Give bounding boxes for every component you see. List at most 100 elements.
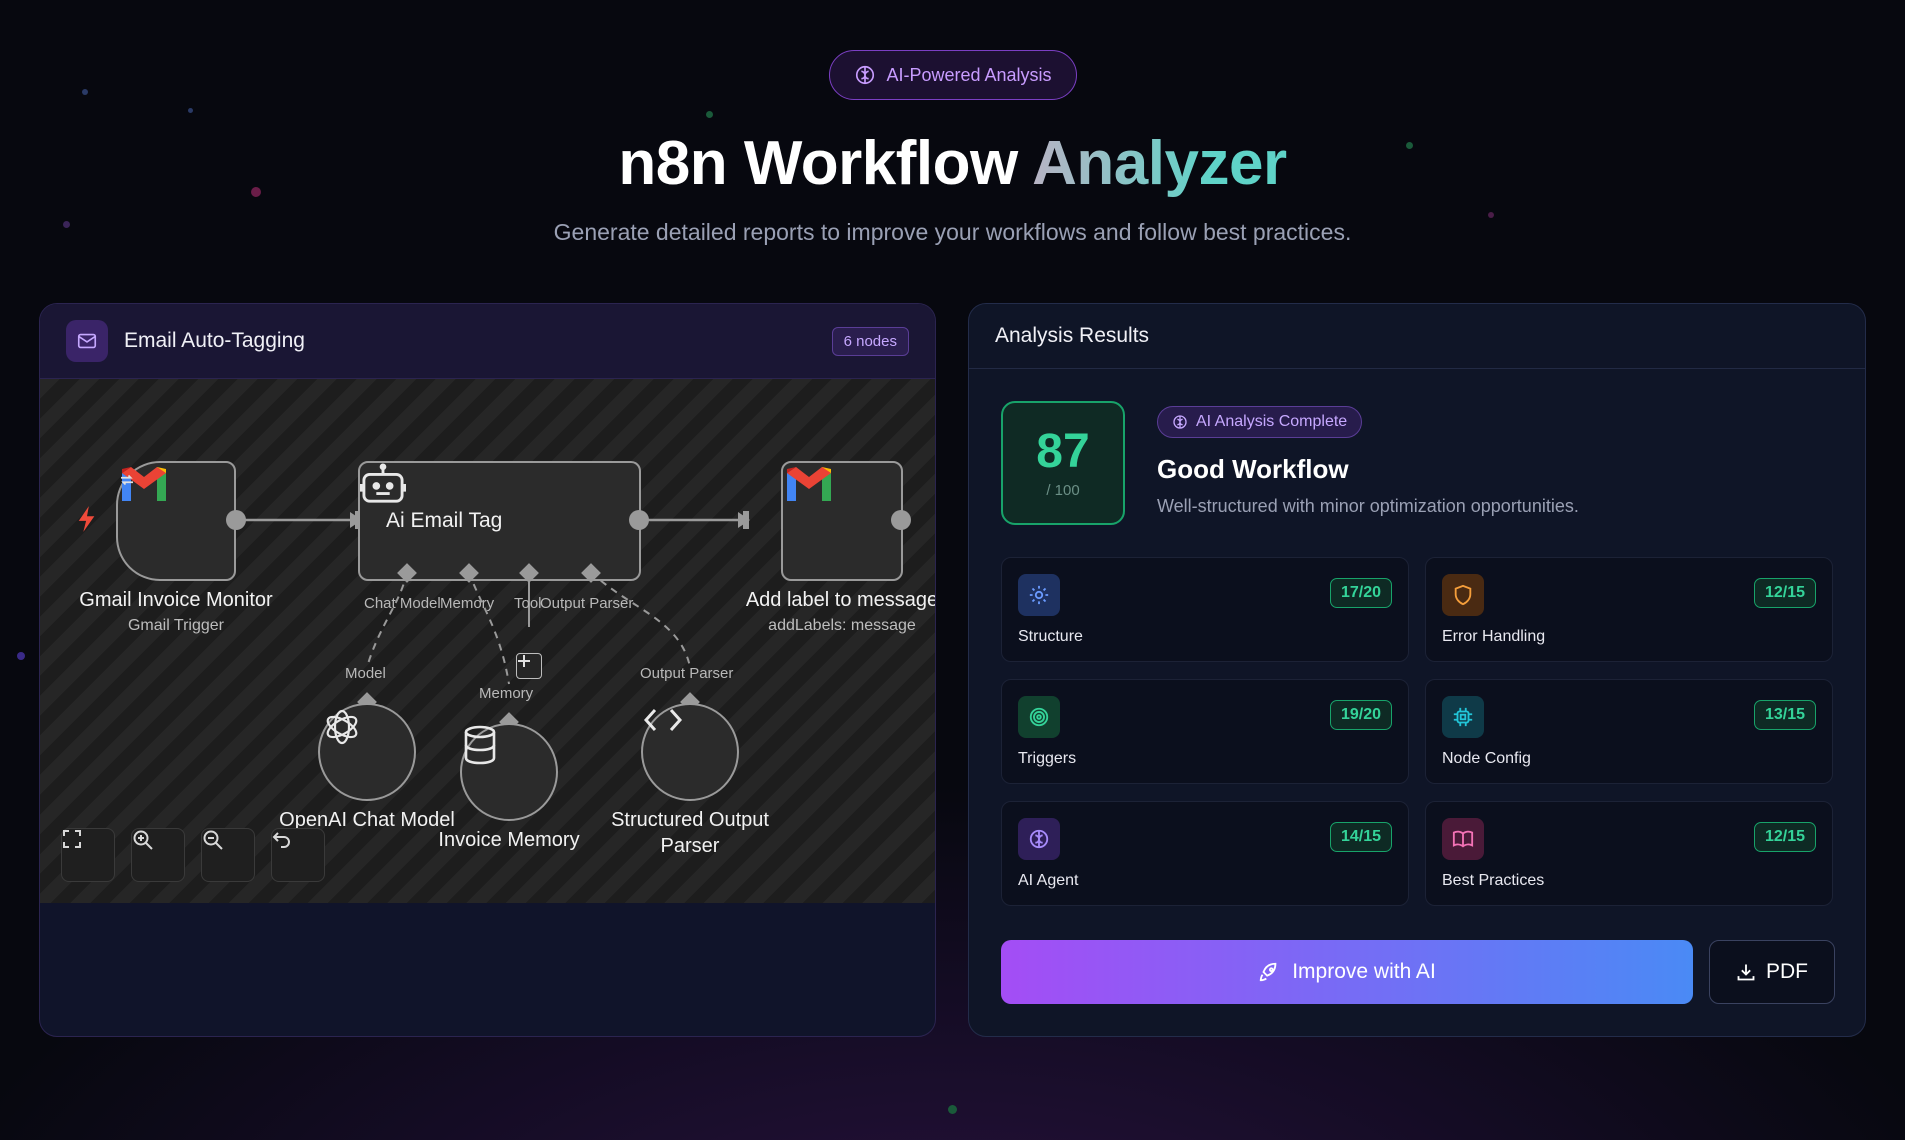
database-icon: [464, 725, 496, 765]
card-score: 14/15: [1329, 822, 1392, 852]
label-memory-in: Memory: [479, 685, 534, 702]
node-ai-agent-name: Ai Email Tag: [386, 509, 503, 532]
node-ai-agent[interactable]: Ai Email Tag: [358, 461, 641, 581]
undo-icon: [272, 832, 290, 848]
gmail-icon: [122, 467, 166, 501]
improve-label: Improve with AI: [1292, 960, 1436, 983]
bg-dot: [948, 1105, 957, 1114]
score-value: 87: [1036, 424, 1090, 478]
shield-icon: [1442, 574, 1484, 616]
zoom-in-button[interactable]: [131, 828, 185, 882]
label-parser-in: Output Parser: [640, 665, 734, 682]
node-gmail-trigger-name: Gmail Invoice Monitor: [79, 589, 273, 611]
plus-icon: [518, 655, 530, 667]
page-subtitle: Generate detailed reports to improve you…: [553, 219, 1352, 245]
grade-title: Good Workflow: [1157, 454, 1349, 484]
ai-complete-label: AI Analysis Complete: [1196, 413, 1348, 430]
node-count-badge: 6 nodes: [831, 326, 909, 356]
card-ai-agent[interactable]: 14/15 AI Agent: [1001, 801, 1409, 906]
node-gmail-action-name: Add label to message: [745, 589, 936, 611]
ai-powered-badge: AI-Powered Analysis: [829, 50, 1077, 100]
workflow-header: Email Auto-Tagging 6 nodes: [40, 304, 935, 379]
zoom-out-icon: [203, 830, 223, 850]
card-score: 13/15: [1753, 700, 1816, 730]
node-parser-name-line1: Structured Output: [611, 809, 769, 831]
card-score: 12/15: [1753, 578, 1816, 608]
edge-parser: [590, 571, 691, 668]
pdf-download-button[interactable]: PDF: [1709, 940, 1835, 1004]
ai-complete-badge: AI Analysis Complete: [1157, 406, 1363, 438]
label-tool: Tool: [514, 595, 542, 612]
node-gmail-action[interactable]: [781, 461, 903, 581]
bg-dot: [63, 221, 70, 228]
refresh-icon: [121, 474, 133, 486]
zoom-out-button[interactable]: [201, 828, 255, 882]
card-error-handling[interactable]: 12/15 Error Handling: [1425, 557, 1833, 662]
port-out[interactable]: [226, 510, 246, 530]
bg-dot: [706, 111, 713, 118]
card-label: Error Handling: [1442, 628, 1546, 645]
card-score: 17/20: [1329, 578, 1392, 608]
rocket-icon: [1260, 962, 1277, 982]
page-title: n8n Workflow Analyzer: [0, 128, 1905, 199]
port-out[interactable]: [891, 510, 911, 530]
workflow-canvas[interactable]: Gmail Invoice Monitor Gmail Trigger Ai E…: [40, 379, 936, 903]
card-score: 12/15: [1753, 822, 1816, 852]
download-icon: [1737, 964, 1755, 981]
card-label: Triggers: [1018, 750, 1077, 767]
card-best-practices[interactable]: 12/15 Best Practices: [1425, 801, 1833, 906]
gmail-icon: [787, 467, 831, 501]
port-out[interactable]: [629, 510, 649, 530]
node-parser-name-line2: Parser: [660, 835, 720, 857]
edge-model: [366, 571, 408, 668]
add-tool-button[interactable]: [516, 653, 542, 679]
bolt-icon: [78, 506, 95, 532]
score-max: / 100: [1046, 481, 1080, 499]
fit-view-button[interactable]: [61, 828, 115, 882]
node-output-parser[interactable]: [641, 703, 739, 801]
card-label: Best Practices: [1442, 872, 1545, 889]
robot-icon: [360, 463, 406, 503]
label-output-parser: Output Parser: [540, 595, 634, 612]
title-main: n8n Workflow: [618, 129, 1033, 198]
card-score: 19/20: [1329, 700, 1392, 730]
node-gmail-action-type: addLabels: message: [768, 617, 916, 634]
results-header: Analysis Results: [969, 304, 1865, 369]
book-icon: [1442, 818, 1484, 860]
card-label: Node Config: [1442, 750, 1531, 767]
chip-icon: [1442, 696, 1484, 738]
bg-dot: [1488, 212, 1494, 218]
edge-memory: [468, 571, 510, 685]
workflow-name: Email Auto-Tagging: [124, 329, 305, 352]
gear-icon: [1018, 574, 1060, 616]
code-icon: [643, 708, 683, 732]
card-node-config[interactable]: 13/15 Node Config: [1425, 679, 1833, 784]
brain-icon: [1173, 415, 1187, 429]
card-label: Structure: [1018, 628, 1083, 645]
node-openai-name: OpenAI Chat Model: [279, 809, 455, 831]
undo-button[interactable]: [271, 828, 325, 882]
zoom-in-icon: [133, 830, 153, 850]
brain-icon: [856, 65, 875, 85]
card-structure[interactable]: 17/20 Structure: [1001, 557, 1409, 662]
node-gmail-trigger[interactable]: [116, 461, 236, 581]
node-openai-model[interactable]: [318, 703, 416, 801]
mail-icon: [66, 320, 108, 362]
card-label: AI Agent: [1018, 872, 1079, 889]
improve-with-ai-button[interactable]: Improve with AI: [1001, 940, 1693, 1004]
title-accent: Analyzer: [1032, 129, 1287, 198]
bg-dot: [17, 652, 25, 660]
node-memory[interactable]: [460, 723, 558, 821]
label-model-in: Model: [345, 665, 386, 682]
label-memory: Memory: [440, 595, 495, 612]
bg-dot: [82, 89, 88, 95]
node-gmail-trigger-type: Gmail Trigger: [127, 617, 225, 634]
target-icon: [1018, 696, 1060, 738]
workflow-panel: Email Auto-Tagging 6 nodes Gmail Invoice…: [39, 303, 936, 1037]
card-triggers[interactable]: 19/20 Triggers: [1001, 679, 1409, 784]
openai-icon: [326, 709, 358, 745]
ai-powered-label: AI-Powered Analysis: [886, 64, 1052, 85]
bg-dot: [251, 187, 261, 197]
score-box: 87 / 100: [1001, 401, 1125, 525]
node-memory-name: Invoice Memory: [438, 829, 580, 851]
